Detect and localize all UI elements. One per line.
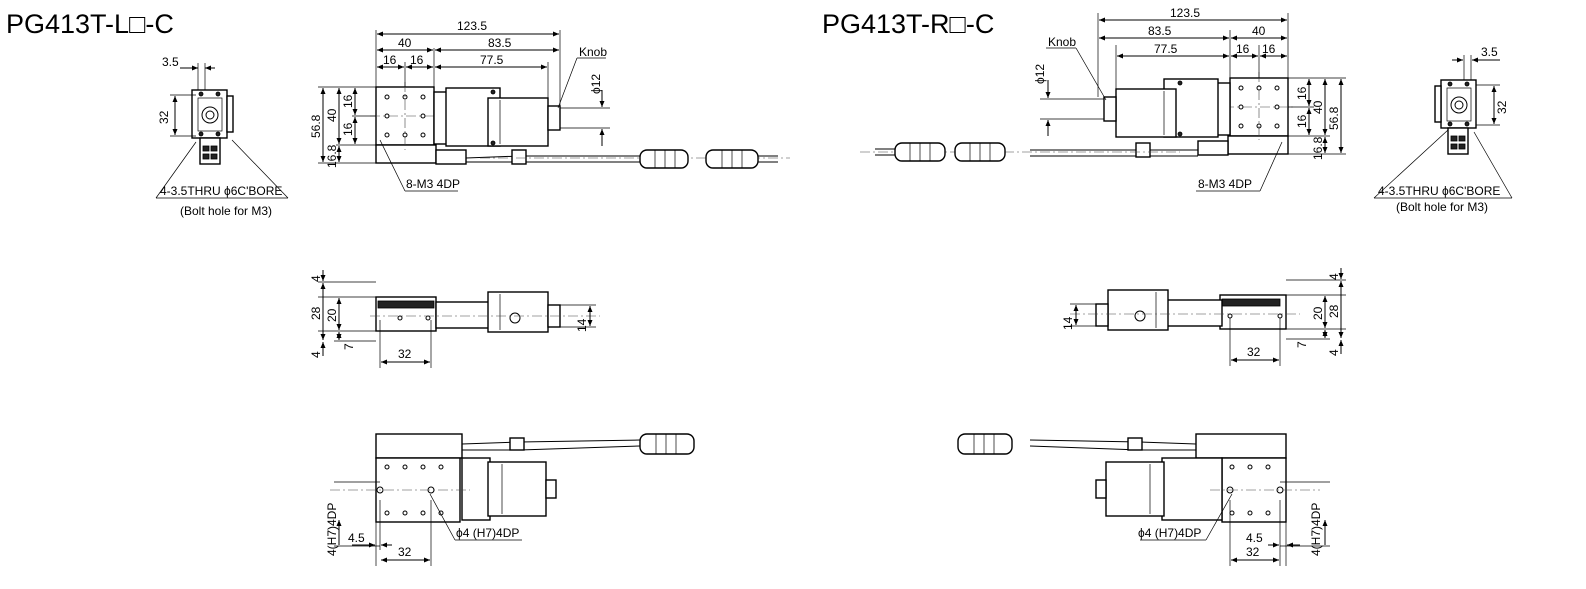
right-front-dim-32: 32 <box>1247 345 1261 359</box>
right-front-dim-4a: 4 <box>1327 273 1341 280</box>
left-bottom-dim-32: 32 <box>398 545 412 559</box>
right-front-view: 4 28 20 7 4 32 14 <box>1061 268 1346 366</box>
right-bottom-pin-note: ϕ4 (H7)4DP <box>1138 526 1201 540</box>
left-top-dim-83-5: 83.5 <box>488 36 512 50</box>
right-bottom-view: 4(H7)4DP 4.5 32 ϕ4 (H7)4DP <box>957 433 1330 566</box>
right-bottom-dim-4h7: 4(H7)4DP <box>1309 503 1323 556</box>
right-top-dim-16v2: 16 <box>1295 114 1309 128</box>
right-top-tap-note: 8-M3 4DP <box>1198 177 1252 191</box>
right-front-dim-4b: 4 <box>1327 349 1341 356</box>
left-top-dim-16v2: 16 <box>341 122 355 136</box>
left-front-dim-32: 32 <box>398 347 412 361</box>
left-front-dim-14: 14 <box>575 318 589 332</box>
right-side-hole-note: 4-3.5THRU ϕ6C'BORE <box>1378 184 1500 198</box>
left-top-knob-label: Knob <box>579 45 607 59</box>
right-side-view: 3.5 32 4-3.5THRU ϕ6C'BORE (Bolt hole for… <box>1373 45 1513 214</box>
left-bottom-dim-4h7: 4(H7)4DP <box>325 503 339 556</box>
left-top-dim-phi12: ϕ12 <box>589 74 603 94</box>
right-top-dim-40v: 40 <box>1311 100 1325 114</box>
right-top-dim-16b: 16 <box>1262 42 1276 56</box>
right-front-dim-28: 28 <box>1327 304 1341 318</box>
left-top-dim-77-5: 77.5 <box>480 53 504 67</box>
left-top-dim-40v: 40 <box>325 108 339 122</box>
left-side-hole-note: 4-3.5THRU ϕ6C'BORE <box>160 184 282 198</box>
right-top-view: 123.5 83.5 40 77.5 16 16 Knob ϕ12 16 16 … <box>860 6 1346 192</box>
left-front-dim-7: 7 <box>342 343 356 350</box>
right-bottom-dim-4-5: 4.5 <box>1246 531 1263 545</box>
right-top-dim-77-5: 77.5 <box>1154 42 1178 56</box>
left-top-tap-note: 8-M3 4DP <box>406 177 460 191</box>
left-top-dim-16b: 16 <box>410 53 424 67</box>
right-bottom-dim-32: 32 <box>1246 545 1260 559</box>
right-front-dim-20: 20 <box>1311 306 1325 320</box>
right-top-knob-label: Knob <box>1048 35 1076 49</box>
right-model-title: PG413T-R□-C <box>822 9 994 39</box>
right-top-dim-123-5: 123.5 <box>1170 6 1200 20</box>
left-bottom-view: 4(H7)4DP 4.5 32 ϕ4 (H7)4DP <box>325 433 695 566</box>
right-top-dim-phi12: ϕ12 <box>1033 64 1047 84</box>
right-side-dim-32: 32 <box>1495 100 1509 114</box>
left-side-hole-note-2: (Bolt hole for M3) <box>180 204 272 218</box>
left-top-view: 123.5 40 83.5 16 16 77.5 Knob ϕ12 56.8 4… <box>309 19 790 192</box>
left-top-dim-16v1: 16 <box>341 94 355 108</box>
right-top-dim-16a: 16 <box>1236 42 1250 56</box>
right-top-dim-56-8: 56.8 <box>1327 106 1341 130</box>
right-front-dim-14: 14 <box>1061 316 1075 330</box>
right-side-dim-3-5: 3.5 <box>1481 45 1498 59</box>
right-top-dim-16v1: 16 <box>1295 86 1309 100</box>
right-top-dim-16-8: 16.8 <box>1311 136 1325 160</box>
right-top-dim-83-5: 83.5 <box>1148 24 1172 38</box>
left-front-dim-28: 28 <box>309 306 323 320</box>
left-bottom-dim-4-5: 4.5 <box>348 531 365 545</box>
right-top-dim-40: 40 <box>1252 24 1266 38</box>
right-front-dim-7: 7 <box>1295 341 1309 348</box>
left-front-dim-4b: 4 <box>309 351 323 358</box>
left-top-dim-40: 40 <box>398 36 412 50</box>
left-front-view: 4 28 20 7 4 32 14 <box>309 270 600 368</box>
left-side-dim-3-5: 3.5 <box>162 55 179 69</box>
left-front-dim-20: 20 <box>325 308 339 322</box>
left-bottom-pin-note: ϕ4 (H7)4DP <box>456 526 519 540</box>
left-front-dim-4a: 4 <box>309 275 323 282</box>
left-side-dim-32: 32 <box>157 110 171 124</box>
left-top-dim-123-5: 123.5 <box>457 19 487 33</box>
left-model-title: PG413T-L□-C <box>6 9 174 39</box>
left-top-dim-16a: 16 <box>383 53 397 67</box>
left-top-dim-16-8: 16.8 <box>325 144 339 168</box>
right-side-hole-note-2: (Bolt hole for M3) <box>1396 200 1488 214</box>
left-top-dim-56-8: 56.8 <box>309 114 323 138</box>
left-side-view: 3.5 32 4-3.5THRU ϕ6C'BORE (Bolt hole for… <box>155 55 289 218</box>
